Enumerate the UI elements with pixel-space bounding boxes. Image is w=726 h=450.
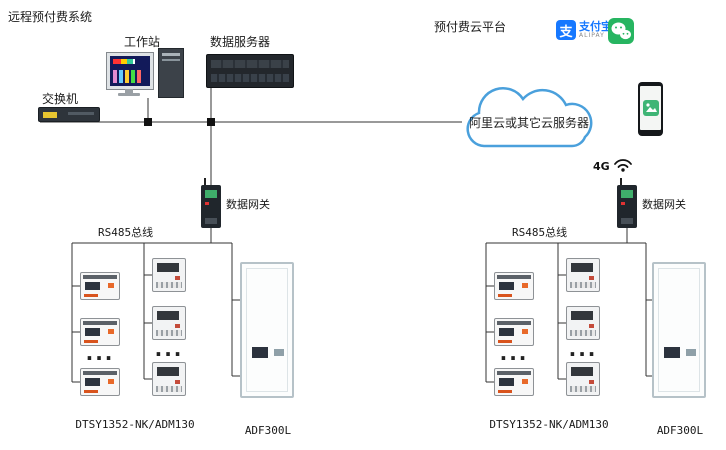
- wechat-icon: [608, 18, 634, 44]
- energy-meter: [80, 318, 120, 346]
- meter-model-label-right: DTSY1352-NK/ADM130: [489, 418, 609, 431]
- cloud-label: 阿里云或其它云服务器: [468, 116, 589, 130]
- meter-model-label-left: DTSY1352-NK/ADM130: [75, 418, 195, 431]
- wifi-icon: [614, 159, 632, 172]
- 4g-label: 4G: [593, 160, 610, 173]
- ellipsis-dots: ...: [85, 341, 115, 365]
- energy-meter: [152, 306, 186, 340]
- panel-model-label-right: ADF300L: [656, 424, 704, 437]
- workstation-label: 工作站: [124, 35, 161, 49]
- alipay-icon: 支: [556, 20, 576, 40]
- data-gateway-left: [201, 178, 221, 228]
- network-switch-icon: [38, 107, 100, 122]
- energy-meter: [566, 258, 600, 292]
- alipay-en-label: ALIPAY: [579, 32, 605, 39]
- panel-model-label-left: ADF300L: [244, 424, 292, 437]
- data-server-label: 数据服务器: [210, 35, 271, 49]
- gateway-right-label: 数据网关: [642, 198, 686, 211]
- rs485-bus-label-right: RS485总线: [512, 226, 568, 239]
- energy-meter: [80, 368, 120, 396]
- energy-meter: [494, 368, 534, 396]
- pc-tower-icon: [158, 48, 184, 98]
- rs485-bus-label-left: RS485总线: [98, 226, 154, 239]
- system-title: 远程预付费系统: [8, 10, 93, 24]
- energy-meter: [566, 306, 600, 340]
- gateway-left-label: 数据网关: [226, 198, 270, 211]
- ellipsis-dots: ...: [568, 337, 598, 361]
- cloud-shape: [466, 87, 593, 148]
- energy-meter: [566, 362, 600, 396]
- bus-node: [144, 118, 152, 126]
- smartphone-icon: [638, 82, 663, 136]
- energy-meter: [152, 258, 186, 292]
- energy-meter: [494, 272, 534, 300]
- energy-meter: [494, 318, 534, 346]
- bus-node: [207, 118, 215, 126]
- energy-meter: [152, 362, 186, 396]
- alipay-logo: 支 支付宝 ALIPAY: [556, 20, 612, 40]
- ellipsis-dots: ...: [154, 337, 184, 361]
- data-gateway-right: [617, 178, 637, 228]
- monitor-icon: [106, 52, 154, 90]
- cloud-platform-title: 预付费云平台: [434, 20, 507, 34]
- rack-server-icon: [206, 54, 294, 88]
- alipay-cn-label: 支付宝: [579, 20, 612, 33]
- ellipsis-dots: ...: [499, 341, 529, 365]
- switch-label: 交换机: [42, 92, 79, 106]
- din-panel-adf300l: [652, 262, 706, 398]
- workstation: [106, 48, 184, 98]
- energy-meter: [80, 272, 120, 300]
- din-panel-adf300l: [240, 262, 294, 398]
